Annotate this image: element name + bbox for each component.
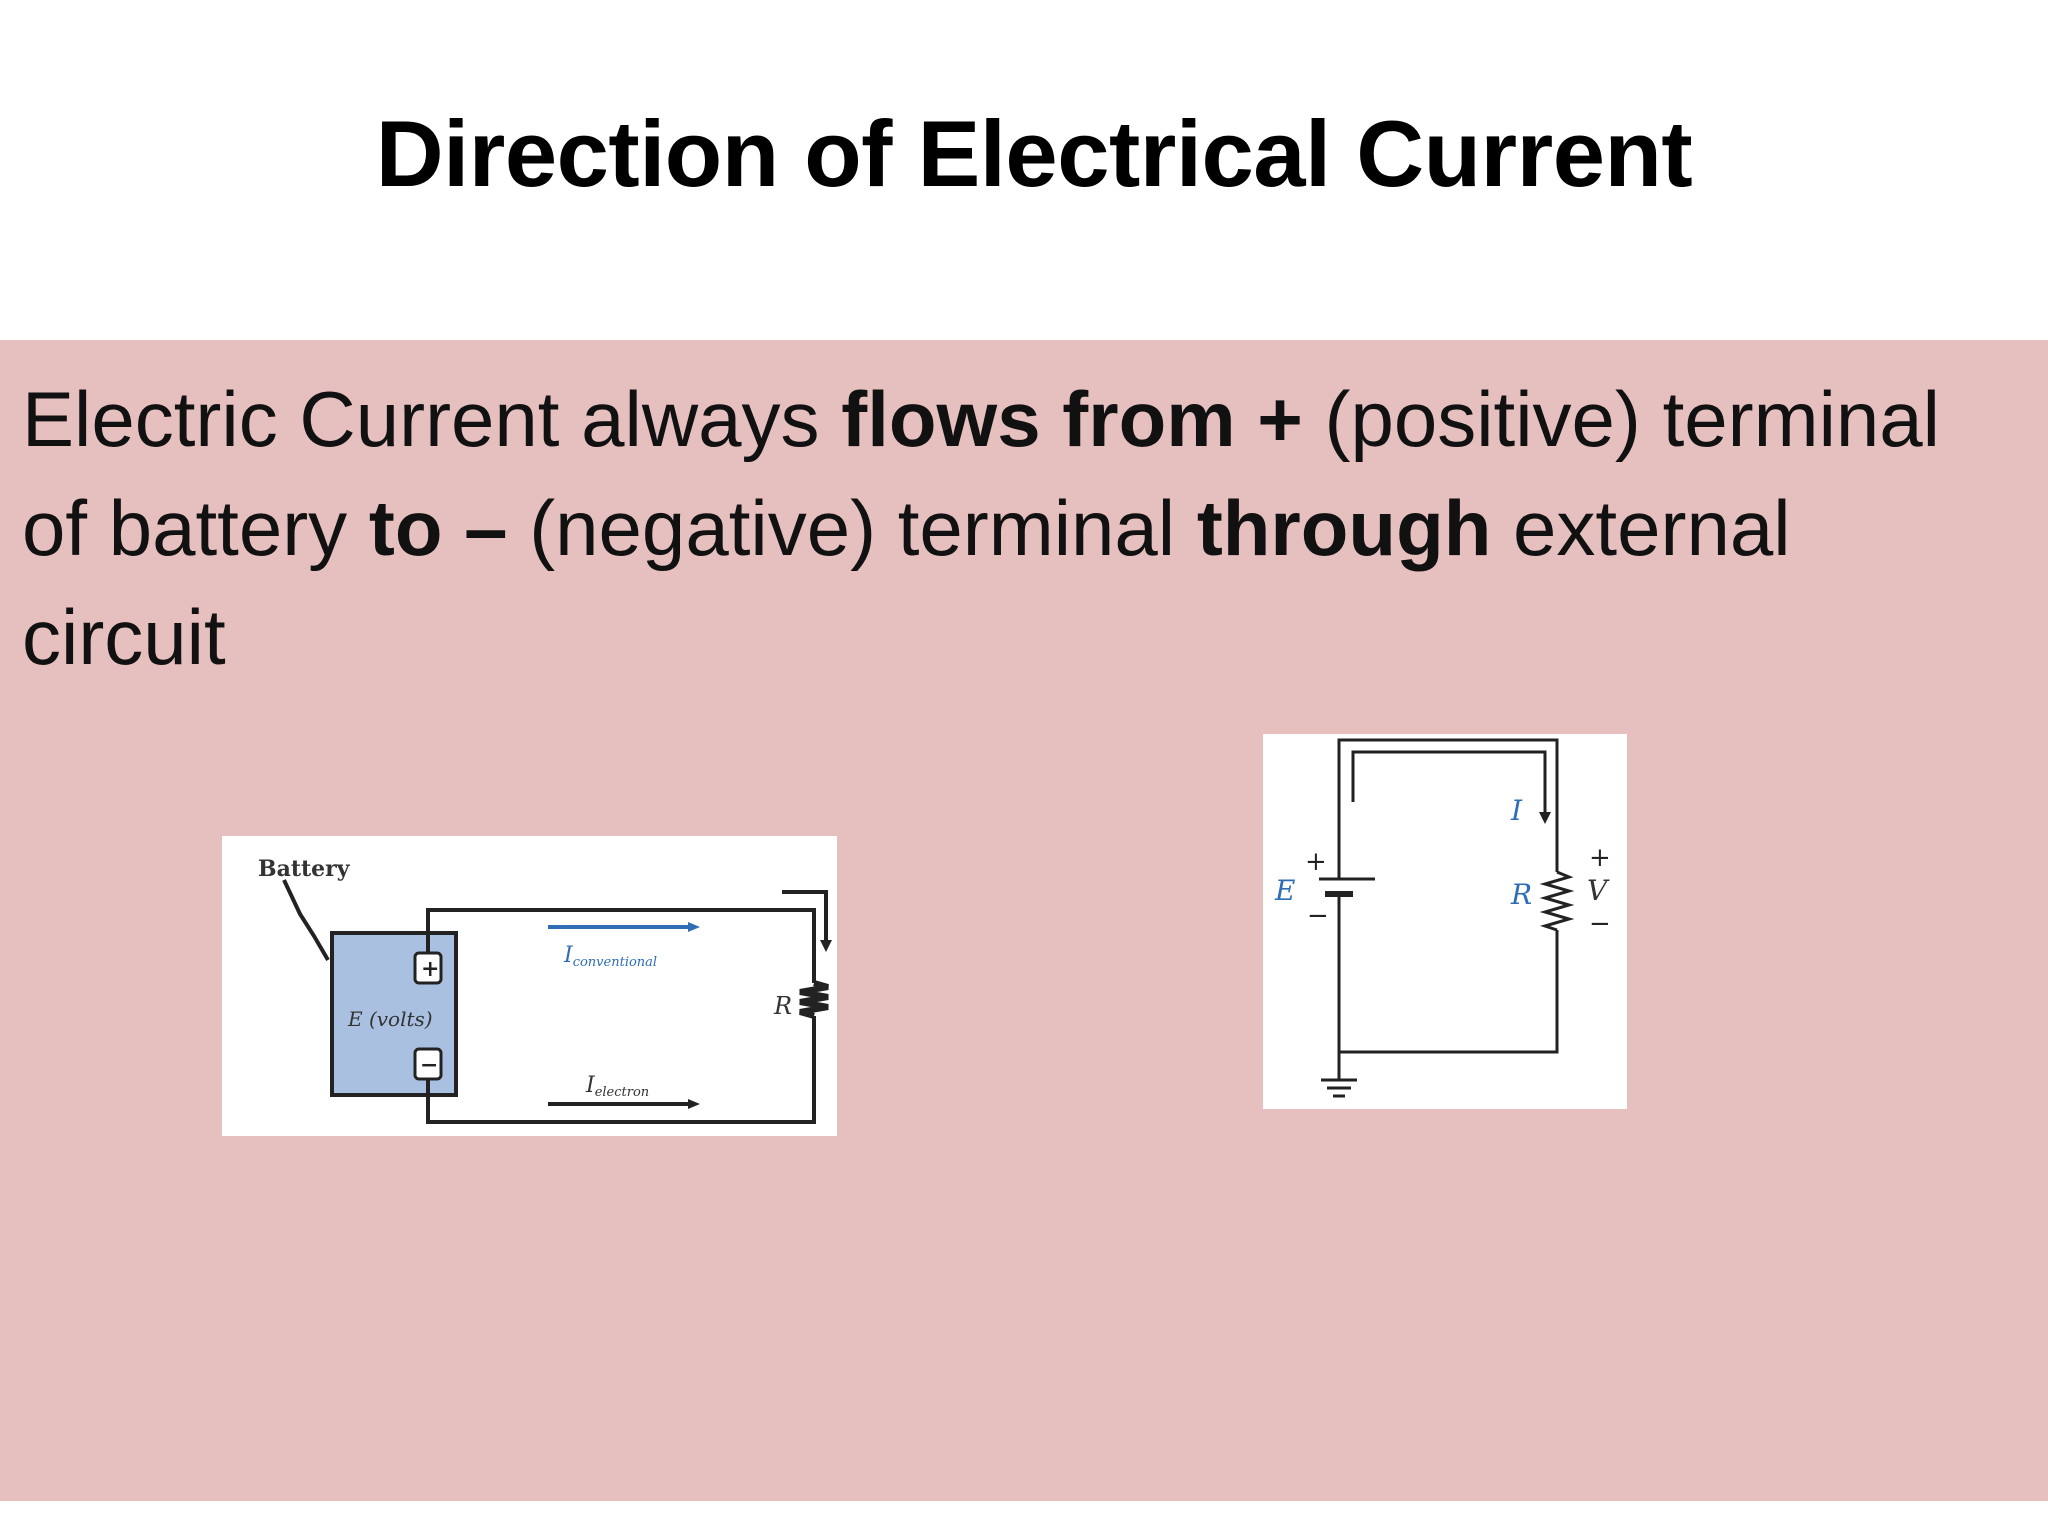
resistor-label: R bbox=[773, 992, 792, 1020]
conventional-current-subscript: conventional bbox=[573, 955, 657, 970]
plus-terminal-label: + bbox=[421, 956, 439, 982]
loop-current-arrowhead bbox=[820, 940, 832, 952]
schematic-diagram: + − E R + V − I bbox=[1274, 738, 1611, 1098]
resistor-zigzag bbox=[1539, 870, 1575, 932]
battery-circuit-diagram: Battery E (volts) + − R Iconventional Ie… bbox=[258, 856, 832, 1124]
source-label: E bbox=[1274, 874, 1295, 907]
body-text-bold: flows from + bbox=[841, 375, 1303, 463]
schematic-figure: + − E R + V − I bbox=[1263, 734, 1627, 1109]
body-text-bold: to – bbox=[368, 484, 508, 572]
conventional-current-label: Iconventional bbox=[563, 943, 657, 970]
battery-circuit-figure: Battery E (volts) + − R Iconventional Ie… bbox=[222, 836, 837, 1136]
emf-label: E (volts) bbox=[347, 1007, 433, 1031]
voltage-minus-label: − bbox=[1589, 909, 1611, 939]
minus-terminal-label: − bbox=[420, 1052, 438, 1078]
body-text: Electric Current always flows from + (po… bbox=[22, 365, 2012, 692]
body-text-part: Electric Current always bbox=[22, 375, 842, 463]
conventional-current-symbol: I bbox=[563, 943, 574, 968]
electron-current-symbol: I bbox=[585, 1073, 596, 1098]
bottom-wire bbox=[1339, 930, 1559, 1054]
body-text-part: (positive) terminal of battery bbox=[22, 375, 1940, 572]
current-label: I bbox=[1510, 794, 1523, 827]
electron-current-label: Ielectron bbox=[585, 1073, 649, 1100]
top-wire bbox=[1337, 738, 1559, 879]
slide-title: Direction of Electrical Current bbox=[375, 101, 1693, 206]
bottom-wire bbox=[426, 1016, 816, 1124]
current-direction-arrowhead bbox=[1539, 812, 1551, 824]
electron-current-arrowhead bbox=[688, 1099, 700, 1109]
current-direction-arrow bbox=[1351, 750, 1547, 814]
top-wire bbox=[426, 908, 816, 983]
title-area bbox=[0, 0, 2048, 340]
source-plus-label: + bbox=[1305, 847, 1327, 877]
battery-leader-line bbox=[282, 879, 330, 962]
conventional-current-arrowhead bbox=[688, 922, 700, 932]
body-text-bold: through bbox=[1196, 484, 1492, 572]
body-text-part: (negative) terminal bbox=[507, 484, 1197, 572]
battery-label: Battery bbox=[258, 856, 351, 882]
resistor-label: R bbox=[1510, 878, 1532, 911]
voltage-label: V bbox=[1587, 874, 1610, 907]
resistor-zigzag bbox=[799, 980, 829, 1019]
body-text-part: external circuit bbox=[22, 484, 1791, 681]
source-minus-label: − bbox=[1307, 901, 1329, 931]
electron-current-subscript: electron bbox=[595, 1085, 649, 1100]
voltage-plus-label: + bbox=[1589, 843, 1611, 873]
loop-current-arrow bbox=[782, 890, 828, 942]
